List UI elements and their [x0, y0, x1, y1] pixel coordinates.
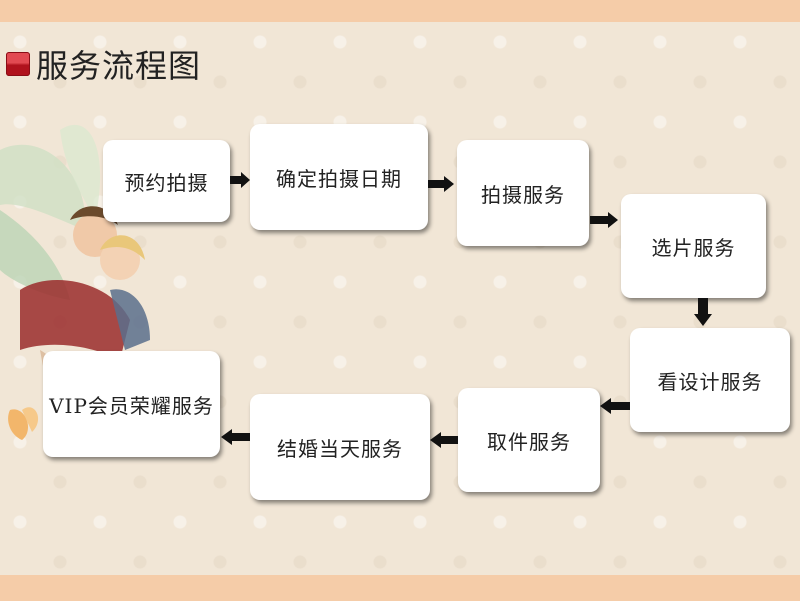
- flow-step-shooting: 拍摄服务: [457, 140, 589, 246]
- arrow-left-icon: [430, 432, 458, 448]
- bottom-band: [0, 575, 800, 601]
- arrow-left-icon: [600, 398, 630, 414]
- arrow-down-icon: [694, 298, 712, 326]
- top-band: [0, 0, 800, 22]
- flow-step-design-review: 看设计服务: [630, 328, 790, 432]
- slide-background: [0, 22, 800, 575]
- arrow-right-icon: [590, 212, 618, 228]
- flow-step-pickup: 取件服务: [458, 388, 600, 492]
- title-row: 服务流程图: [6, 44, 202, 85]
- flow-step-vip-member: VIP会员荣耀服务: [43, 351, 220, 457]
- flow-step-photo-selection: 选片服务: [621, 194, 766, 298]
- arrow-left-icon: [221, 429, 250, 445]
- flow-step-booking: 预约拍摄: [103, 140, 230, 222]
- title-marker-icon: [6, 52, 30, 76]
- flow-step-confirm-date: 确定拍摄日期: [250, 124, 428, 230]
- page-title: 服务流程图: [36, 47, 202, 85]
- arrow-right-icon: [428, 176, 454, 192]
- arrow-right-icon: [230, 172, 250, 188]
- flow-step-wedding-day: 结婚当天服务: [250, 394, 430, 500]
